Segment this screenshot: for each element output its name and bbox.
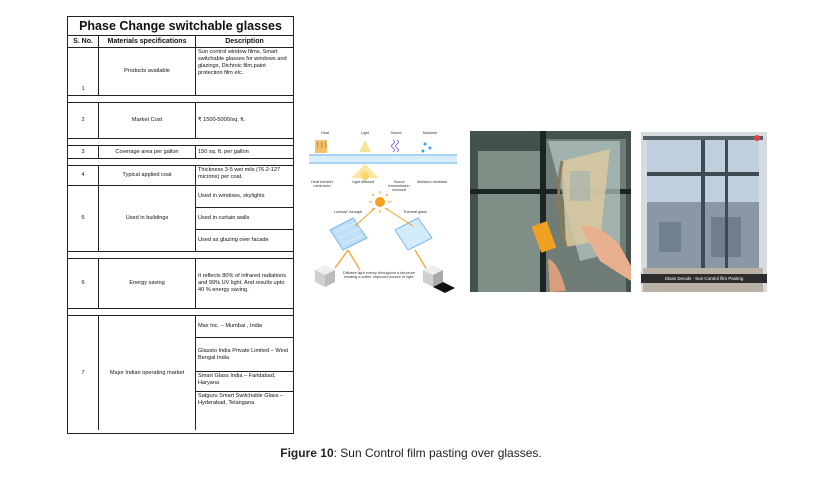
diagram-footer-text: Diffuses light evenly throughout a struc… (343, 271, 415, 280)
row-number: 1 (68, 48, 99, 95)
heat-icon (315, 140, 327, 153)
label-sound-reduced: Sound transmission reduced (388, 180, 410, 193)
row-gap (68, 139, 293, 146)
moisture-icon (421, 142, 432, 153)
row-number: 7 (68, 316, 99, 430)
table-row: 1 Products available Sun control window … (68, 48, 293, 96)
table-row: 7 Major Indian operating market Max Inc.… (68, 316, 293, 430)
row-spec: Used in buildings (99, 186, 196, 251)
table-header-row: S. No. Materials specifications Descript… (68, 36, 293, 48)
label-moisture-resistant: Moisture resistant (417, 180, 447, 184)
row-spec: Major Indian operating market (99, 316, 196, 430)
row-desc-list: Max Inc. – Mumbai , India Glassto India … (196, 316, 293, 430)
table-row: 5 Used in buildings Used in windows, sky… (68, 186, 293, 252)
row-spec: Market Cost (99, 103, 196, 138)
table-row: 2 Market Cost ₹ 1500-5000/sq. ft. (68, 103, 293, 139)
label-light: Light (360, 131, 370, 135)
row-gap (68, 309, 293, 316)
window-photo: Glass Decals - Sun Control film Pasting (641, 132, 767, 292)
film-properties-diagram: Heat Light Sound Moisture Heat transfer … (305, 130, 461, 296)
row-desc-item: Satguru Smart Switchable Glass – Hyderab… (198, 393, 284, 406)
header-desc: Description (225, 38, 264, 45)
row-desc-item: Used in curtain walls (196, 208, 293, 230)
row-desc-item: Used as glazing over facade (198, 237, 269, 243)
aerogel-pane-icon (329, 217, 368, 251)
label-thermal-glass: Thermal glass (403, 210, 427, 214)
table-row: 4 Typical applied coat Thickness 3-5 wet… (68, 166, 293, 186)
caption-label: Figure 10 (280, 446, 334, 460)
table-title: Phase Change switchable glasses (68, 17, 293, 36)
label-sound: Sound (390, 131, 402, 135)
row-number: 2 (68, 103, 99, 138)
row-desc-item: Used in windows, skylights (196, 186, 293, 208)
figure-caption: Figure 10: Sun Control film pasting over… (0, 446, 822, 460)
row-gap (68, 96, 293, 103)
sun-icon (369, 191, 391, 213)
row-desc-item: Max Inc. – Mumbai , India (196, 316, 293, 338)
label-heat-minimized: Heat transfer minimized (311, 180, 333, 189)
row-desc: ₹ 1500-5000/sq. ft. (198, 117, 246, 123)
sound-icon (391, 139, 399, 153)
logo-mark-icon (754, 135, 760, 141)
row-spec: Energy saving (99, 259, 196, 308)
row-gap (68, 252, 293, 259)
label-heat: Heat (320, 131, 330, 135)
squeegee-icon (531, 221, 557, 253)
row-desc: Sun control window films, Smart switchab… (198, 49, 287, 76)
hand-icon (580, 225, 631, 281)
row-number: 4 (68, 166, 99, 185)
row-number: 5 (68, 186, 99, 251)
table-row: 6 Energy saving It reflects 80% of infra… (68, 259, 293, 309)
row-gap (68, 159, 293, 166)
row-spec: Coverage area per gallon (99, 146, 196, 158)
light-icon (359, 140, 371, 152)
table-row: 3 Coverage area per gallon 150 sq. ft. p… (68, 146, 293, 159)
diffuse-cube-icon (315, 265, 335, 287)
diagram-graphic (309, 139, 457, 293)
label-moisture: Moisture (422, 131, 438, 135)
row-desc-list: Used in windows, skylights Used in curta… (196, 186, 293, 251)
label-aerogel: Lumisty* Aerogel (333, 210, 363, 214)
header-spec: Materials specifications (99, 36, 196, 47)
thermal-pane-icon (394, 217, 433, 251)
row-number: 6 (68, 259, 99, 308)
row-number: 3 (68, 146, 99, 158)
row-desc-item: Smart Glass India – Faridabad, Haryana (196, 372, 293, 392)
row-spec: Typical applied coat (99, 166, 196, 185)
row-desc: Thickness 3-5 wet mils (76.2-127 microns… (198, 167, 281, 180)
film-pasting-graphic (470, 131, 631, 292)
row-desc: It reflects 80% of infrared radiations a… (198, 273, 286, 293)
header-sno: S. No. (68, 36, 99, 47)
row-spec: Products available (99, 48, 196, 95)
caption-text: : Sun Control film pasting over glasses. (333, 446, 542, 460)
shadow-cube-icon (423, 265, 455, 293)
window-overlay-text: Glass Decals - Sun Control film Pasting (664, 276, 744, 281)
label-light-diffused: Light diffused (351, 180, 375, 184)
spec-table: Phase Change switchable glasses S. No. M… (67, 16, 294, 434)
window-graphic (641, 132, 767, 292)
row-desc: 150 sq. ft. per gallon (198, 148, 249, 155)
film-pasting-photo (470, 131, 631, 292)
row-desc-item: Glassto India Private Limited – West Ben… (196, 338, 293, 372)
